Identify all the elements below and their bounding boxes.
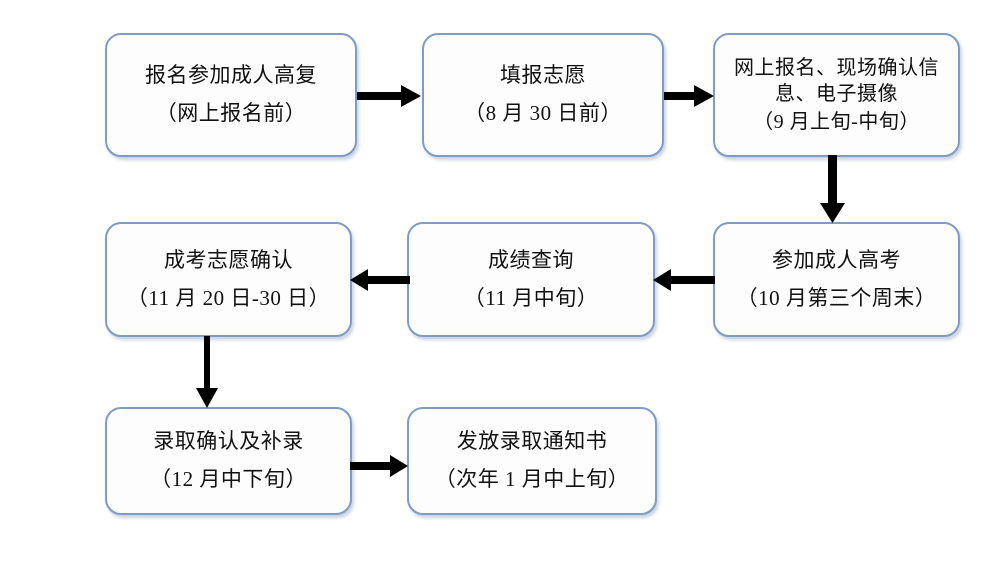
arrow-node6-to-node7-icon <box>194 336 222 410</box>
flow-node-title: 发放录取通知书 <box>456 429 608 454</box>
flow-node-subtitle: （12 月中下旬） <box>150 467 307 491</box>
flow-node-title: 参加成人高考 <box>772 247 901 272</box>
arrow-node2-to-node3-icon <box>664 82 716 110</box>
flow-node-take-adult-exam[interactable]: 参加成人高考 （10 月第三个周末） <box>713 222 960 337</box>
flow-node-fill-application[interactable]: 填报志愿 （8 月 30 日前） <box>422 33 664 157</box>
arrow-node3-to-node4-icon <box>818 155 848 225</box>
flow-node-subtitle: （8 月 30 日前） <box>464 101 622 125</box>
flow-node-title: 网上报名、现场确认信 <box>734 57 939 79</box>
arrow-node1-to-node2-icon <box>357 82 423 110</box>
flow-node-exam-choice-confirm[interactable]: 成考志愿确认 （11 月 20 日-30 日） <box>105 222 352 337</box>
flow-node-title-line2: 息、电子摄像 <box>775 83 898 105</box>
flow-node-subtitle: （11 月中旬） <box>463 285 599 310</box>
flow-node-subtitle: （11 月 20 日-30 日） <box>126 285 331 310</box>
flow-node-title: 成考志愿确认 <box>164 247 293 272</box>
flow-node-title: 成绩查询 <box>488 247 574 272</box>
flow-node-score-inquiry[interactable]: 成绩查询 （11 月中旬） <box>407 222 655 337</box>
flow-node-issue-admission-letter[interactable]: 发放录取通知书 （次年 1 月中上旬） <box>407 407 657 515</box>
arrow-node4-to-node5-icon <box>653 266 715 294</box>
flow-node-title: 报名参加成人高复 <box>145 63 317 88</box>
arrow-node7-to-node8-icon <box>350 452 410 480</box>
flow-node-admission-confirm-supplement[interactable]: 录取确认及补录 （12 月中下旬） <box>105 407 352 515</box>
flow-node-subtitle: （9 月上旬-中旬） <box>753 111 920 133</box>
flow-node-title: 录取确认及补录 <box>153 429 304 454</box>
flow-node-subtitle: （网上报名前） <box>155 101 307 125</box>
arrow-node5-to-node6-icon <box>350 266 410 294</box>
flow-node-subtitle: （10 月第三个周末） <box>736 285 937 310</box>
flow-node-online-register-confirm-photo[interactable]: 网上报名、现场确认信 息、电子摄像 （9 月上旬-中旬） <box>713 33 960 157</box>
flow-node-apply-adult-prep[interactable]: 报名参加成人高复 （网上报名前） <box>105 33 357 157</box>
flow-node-subtitle: （次年 1 月中上旬） <box>434 467 630 491</box>
flow-node-title: 填报志愿 <box>500 63 586 88</box>
